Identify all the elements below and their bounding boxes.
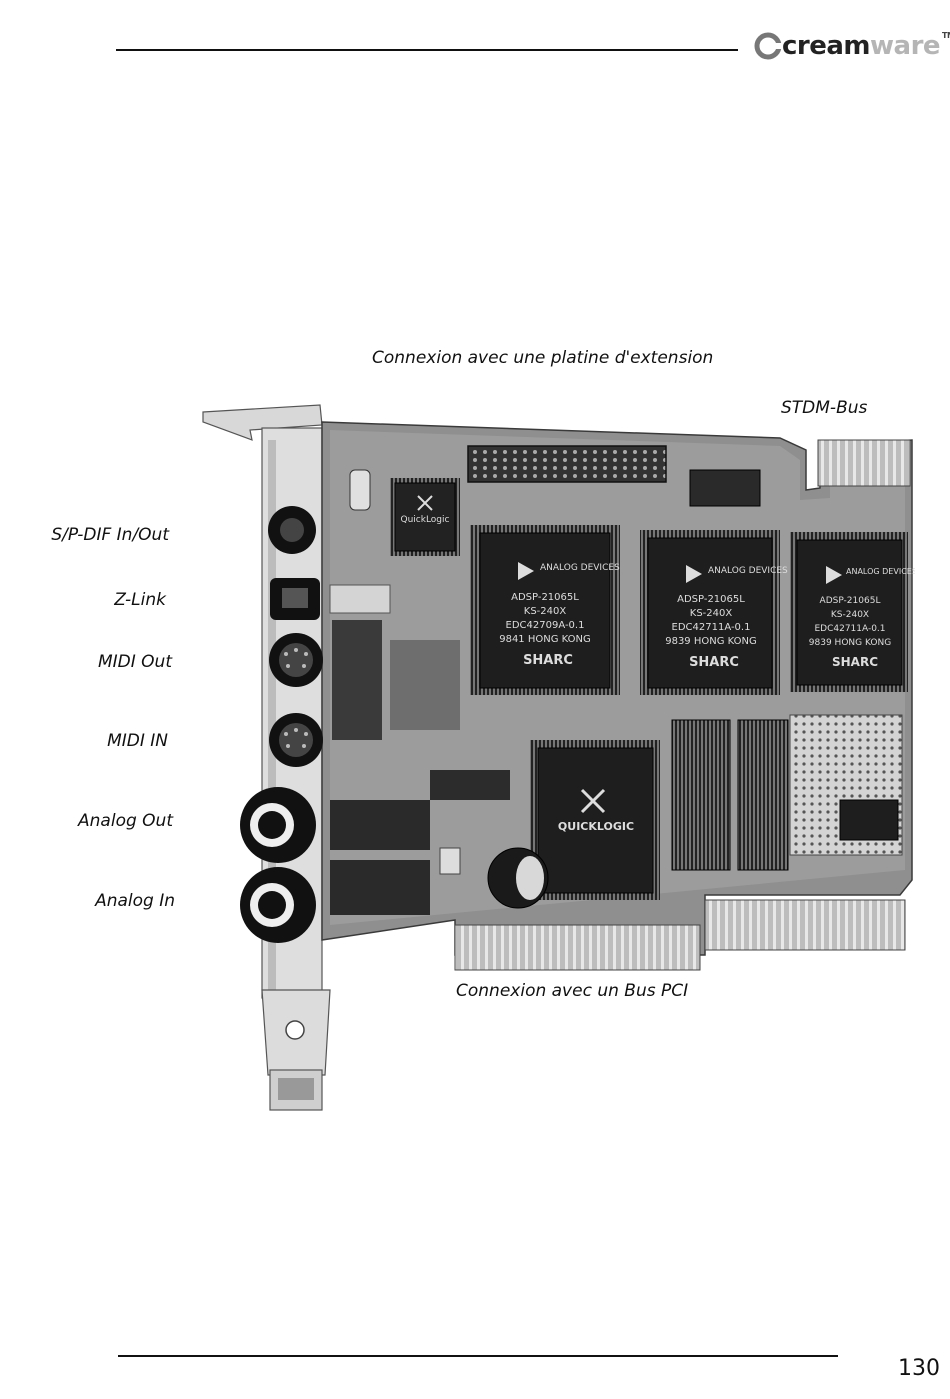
expansion-header xyxy=(467,445,667,483)
chip2-code: EDC42711A-0.1 xyxy=(672,622,751,633)
creamware-logo: creamwareTM xyxy=(754,30,950,62)
zlink-port xyxy=(270,578,391,620)
small-chip-label: QuickLogic xyxy=(401,515,450,525)
label-stdm-bus: STDM-Bus xyxy=(781,398,868,418)
chip1-grade: KS-240X xyxy=(524,606,567,617)
chip3-part: ADSP-21065L xyxy=(820,596,881,606)
analog-in-jack xyxy=(240,867,316,943)
chip3-code: EDC42711A-0.1 xyxy=(814,624,885,634)
stdm-connector xyxy=(817,439,911,487)
label-analog-in: Analog In xyxy=(95,891,175,911)
logo-text-light: ware xyxy=(870,31,941,61)
chip3-grade: KS-240X xyxy=(831,610,869,620)
chip1-brand: ANALOG DEVICES xyxy=(540,563,620,573)
label-spdif: S/P-DIF In/Out xyxy=(51,525,169,545)
memory-chip-1 xyxy=(671,719,731,871)
header-rule xyxy=(116,49,738,51)
chip2-brand: ANALOG DEVICES xyxy=(708,566,788,576)
memory-chip-2 xyxy=(737,719,789,871)
pci-card-illustration: QuickLogic ANALOG DEVICES ADSP-21065L KS… xyxy=(202,404,915,1111)
chip2-mark: SHARC xyxy=(689,655,739,670)
label-pci-bus: Connexion avec un Bus PCI xyxy=(456,981,689,1001)
spdif-port xyxy=(268,506,316,554)
midi-in-port xyxy=(269,713,323,767)
chip3-origin: 9839 HONG KONG xyxy=(809,638,891,648)
label-expansion-connector: Connexion avec une platine d'extension xyxy=(372,348,714,368)
chip3-brand: ANALOG DEVICES xyxy=(846,567,915,576)
chip1-code: EDC42709A-0.1 xyxy=(506,620,585,631)
chip3-mark: SHARC xyxy=(832,655,878,669)
quicklogic-label: QUICKLOGIC xyxy=(558,820,634,833)
logo-mark-icon xyxy=(754,32,782,60)
analog-out-jack xyxy=(240,787,316,863)
dsp-chip-1: ANALOG DEVICES ADSP-21065L KS-240X EDC42… xyxy=(470,525,620,695)
chip2-grade: KS-240X xyxy=(690,608,733,619)
dsp-chip-2: ANALOG DEVICES ADSP-21065L KS-240X EDC42… xyxy=(640,530,788,695)
chip2-origin: 9839 HONG KONG xyxy=(665,636,757,647)
chip1-part: ADSP-21065L xyxy=(511,592,579,603)
label-zlink: Z-Link xyxy=(114,590,166,610)
label-midi-out: MIDI Out xyxy=(97,652,172,672)
page-number: 130 xyxy=(898,1356,940,1381)
small-quicklogic-chip: QuickLogic xyxy=(390,478,460,556)
label-analog-out: Analog Out xyxy=(78,811,173,831)
quicklogic-chip: QUICKLOGIC xyxy=(530,740,660,900)
footer-rule xyxy=(118,1355,838,1357)
label-midi-in: MIDI IN xyxy=(107,731,168,751)
pci-edge-connector xyxy=(454,924,701,971)
chip1-mark: SHARC xyxy=(523,653,573,668)
chip1-origin: 9841 HONG KONG xyxy=(499,634,591,645)
chip2-part: ADSP-21065L xyxy=(677,594,745,605)
dsp-chip-3: ANALOG DEVICES ADSP-21065L KS-240X EDC42… xyxy=(790,532,915,692)
logo-trademark: TM xyxy=(942,31,950,40)
logo-text-dark: cream xyxy=(782,31,871,61)
midi-out-port xyxy=(269,633,323,687)
